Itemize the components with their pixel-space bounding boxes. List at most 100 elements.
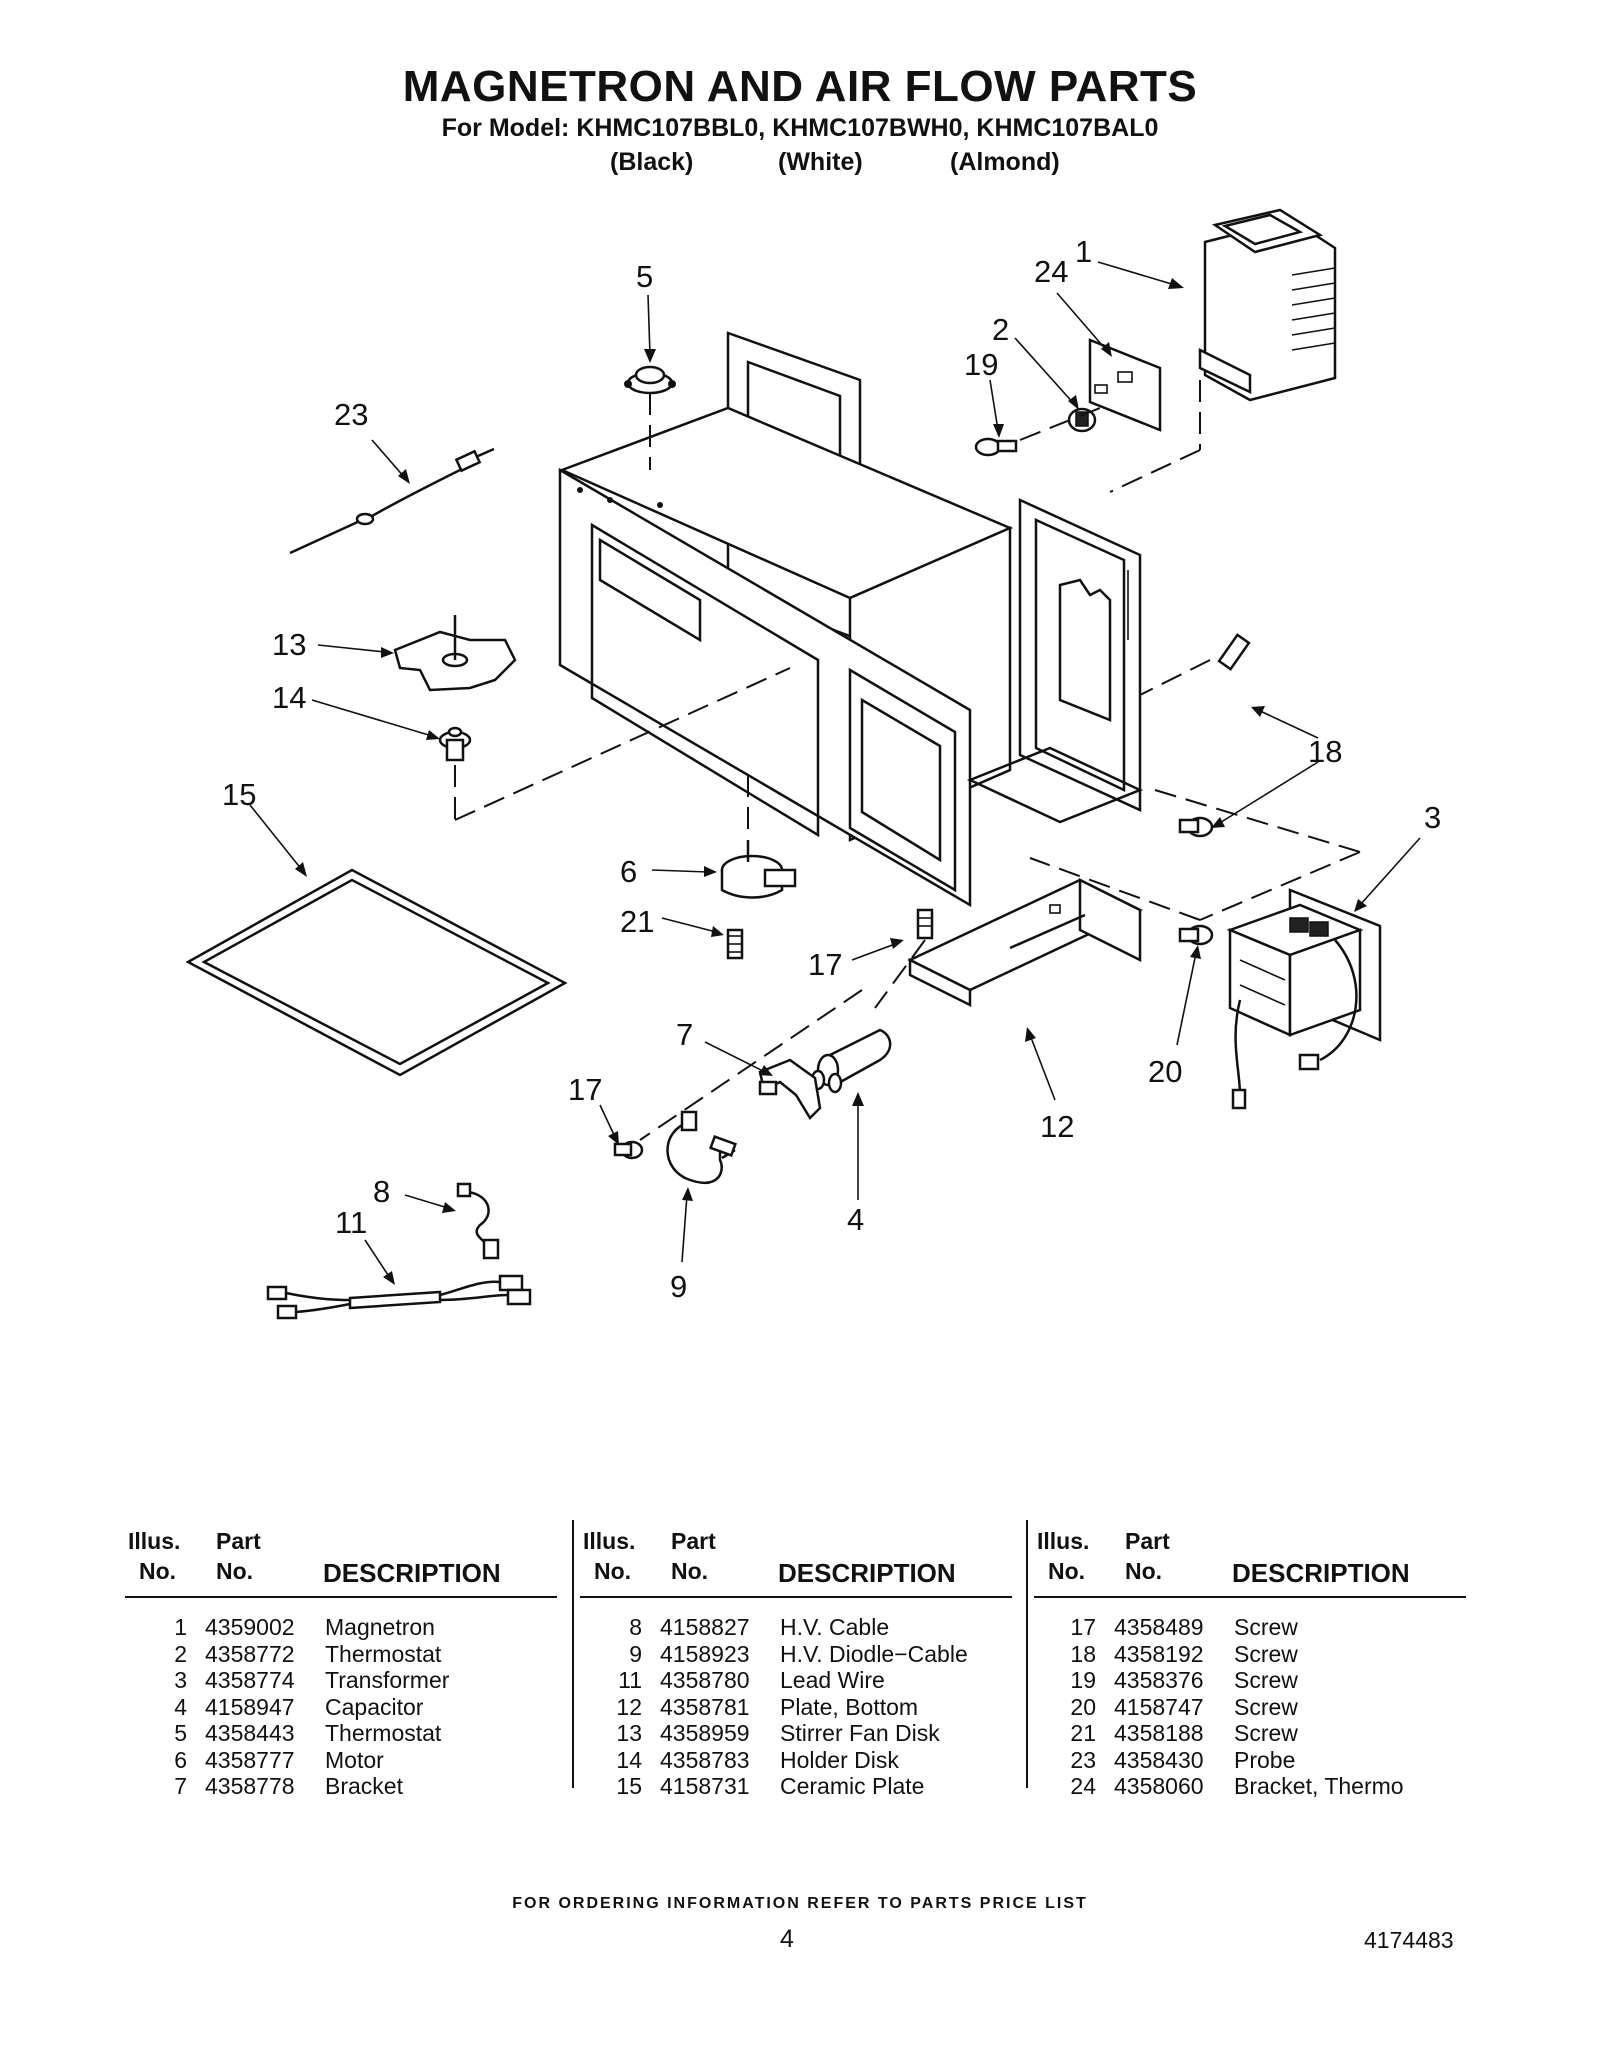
callout-17-upper: 17 bbox=[808, 947, 842, 982]
part-no: 4358060 bbox=[1114, 1773, 1204, 1799]
part-no: 4358430 bbox=[1114, 1746, 1204, 1773]
part-no: 4358780 bbox=[660, 1667, 750, 1693]
part-no: 4358781 bbox=[660, 1693, 750, 1720]
illus-no: 19 bbox=[1070, 1667, 1096, 1693]
illus-no-header: No. bbox=[139, 1558, 177, 1584]
description-header: DESCRIPTION bbox=[1232, 1558, 1410, 1588]
table-divider-2 bbox=[1026, 1520, 1028, 1788]
part-header: Part bbox=[216, 1528, 261, 1554]
part-description: Capacitor bbox=[325, 1693, 424, 1720]
table-header: Illus. No. Part No. DESCRIPTION bbox=[580, 1528, 1012, 1598]
page-number: 4 bbox=[780, 1925, 794, 1953]
illus-no: 9 bbox=[629, 1640, 642, 1667]
part-description: H.V. Diodle−Cable bbox=[780, 1640, 968, 1667]
callout-23: 23 bbox=[334, 397, 368, 432]
illus-header: Illus. bbox=[583, 1528, 636, 1554]
part-description: Holder Disk bbox=[780, 1746, 899, 1773]
callout-11: 11 bbox=[335, 1205, 367, 1240]
illus-no: 14 bbox=[616, 1746, 642, 1773]
parts-table-col-2: Illus. No. Part No. DESCRIPTION 8 4158827… bbox=[580, 1528, 1012, 1800]
callout-labels: 1 2 3 4 5 6 7 8 9 11 12 13 14 15 17 17 1… bbox=[222, 234, 1441, 1304]
illus-no: 7 bbox=[174, 1773, 187, 1799]
table-row: 18 4358192 Screw bbox=[1034, 1641, 1466, 1668]
ceramic-plate-15 bbox=[185, 868, 568, 1077]
illus-no-header: No. bbox=[594, 1558, 632, 1584]
part-description: H.V. Cable bbox=[780, 1614, 890, 1640]
part-no: 4358778 bbox=[205, 1773, 295, 1799]
illus-no: 11 bbox=[618, 1667, 642, 1693]
callout-4: 4 bbox=[847, 1202, 864, 1237]
illus-no: 17 bbox=[1070, 1614, 1096, 1640]
part-description: Magnetron bbox=[325, 1614, 435, 1640]
illus-no: 2 bbox=[174, 1640, 187, 1667]
callout-3: 3 bbox=[1424, 800, 1441, 835]
part-no: 4358443 bbox=[205, 1720, 295, 1746]
callout-12: 12 bbox=[1040, 1109, 1074, 1144]
callout-24: 24 bbox=[1034, 254, 1068, 289]
callout-20: 20 bbox=[1148, 1054, 1182, 1089]
screw-20 bbox=[1178, 924, 1214, 946]
illus-no: 23 bbox=[1070, 1746, 1096, 1773]
part-no: 4358774 bbox=[205, 1667, 295, 1693]
callout-2: 2 bbox=[992, 312, 1009, 347]
callout-5: 5 bbox=[636, 259, 653, 294]
part-description: Transformer bbox=[325, 1667, 450, 1693]
screw-17-lower bbox=[613, 1140, 644, 1160]
table-row: 9 4158923 H.V. Diodle−Cable bbox=[580, 1641, 1012, 1668]
part-no: 4358777 bbox=[205, 1746, 295, 1773]
part-no: 4358188 bbox=[1114, 1720, 1204, 1746]
callout-9: 9 bbox=[670, 1269, 687, 1304]
motor-6 bbox=[720, 840, 797, 899]
description-header: DESCRIPTION bbox=[323, 1558, 501, 1588]
exploded-parts-diagram: 1 2 3 4 5 6 7 8 9 11 12 13 14 15 17 17 1… bbox=[185, 208, 1441, 1320]
illus-no: 1 bbox=[174, 1614, 187, 1640]
callout-17-lower: 17 bbox=[568, 1072, 602, 1107]
part-no: 4358783 bbox=[660, 1746, 750, 1773]
illus-no: 4 bbox=[174, 1693, 187, 1720]
table-header: Illus. No. Part No. DESCRIPTION bbox=[1034, 1528, 1466, 1598]
table-row: 3 4358774 Transformer bbox=[125, 1667, 557, 1694]
diode-cable-9 bbox=[666, 1110, 737, 1184]
callout-18: 18 bbox=[1308, 734, 1342, 769]
part-description: Thermostat bbox=[325, 1640, 442, 1667]
table-divider-1 bbox=[572, 1520, 574, 1788]
part-description: Ceramic Plate bbox=[780, 1773, 925, 1799]
part-description: Screw bbox=[1234, 1720, 1298, 1746]
part-no-header: No. bbox=[216, 1558, 254, 1584]
illus-no: 20 bbox=[1070, 1693, 1096, 1720]
model-line: For Model: KHMC107BBL0, KHMC107BWH0, KHM… bbox=[441, 114, 1159, 142]
illus-no: 8 bbox=[629, 1614, 642, 1640]
table-row: 14 4358783 Holder Disk bbox=[580, 1747, 1012, 1774]
part-description: Screw bbox=[1234, 1614, 1298, 1640]
thermo-bracket-part bbox=[1067, 338, 1162, 433]
document-number: 4174483 bbox=[1364, 1927, 1454, 1953]
part-no: 4158747 bbox=[1114, 1693, 1204, 1720]
part-no: 4158827 bbox=[660, 1614, 750, 1640]
callout-14: 14 bbox=[272, 680, 306, 715]
illus-no: 18 bbox=[1070, 1640, 1096, 1667]
illus-no: 6 bbox=[174, 1746, 187, 1773]
illus-header: Illus. bbox=[1037, 1528, 1090, 1554]
illus-no: 3 bbox=[174, 1667, 187, 1693]
callout-15: 15 bbox=[222, 777, 256, 812]
illus-no: 24 bbox=[1070, 1773, 1096, 1799]
part-no: 4358772 bbox=[205, 1640, 295, 1667]
hv-cable-8 bbox=[456, 1182, 500, 1260]
variant-white: (White) bbox=[778, 148, 863, 176]
part-no: 4358192 bbox=[1114, 1640, 1204, 1667]
part-no: 4358489 bbox=[1114, 1614, 1204, 1640]
part-no: 4158923 bbox=[660, 1640, 750, 1667]
part-description: Screw bbox=[1234, 1640, 1298, 1667]
leader-arrows bbox=[249, 261, 1421, 1285]
